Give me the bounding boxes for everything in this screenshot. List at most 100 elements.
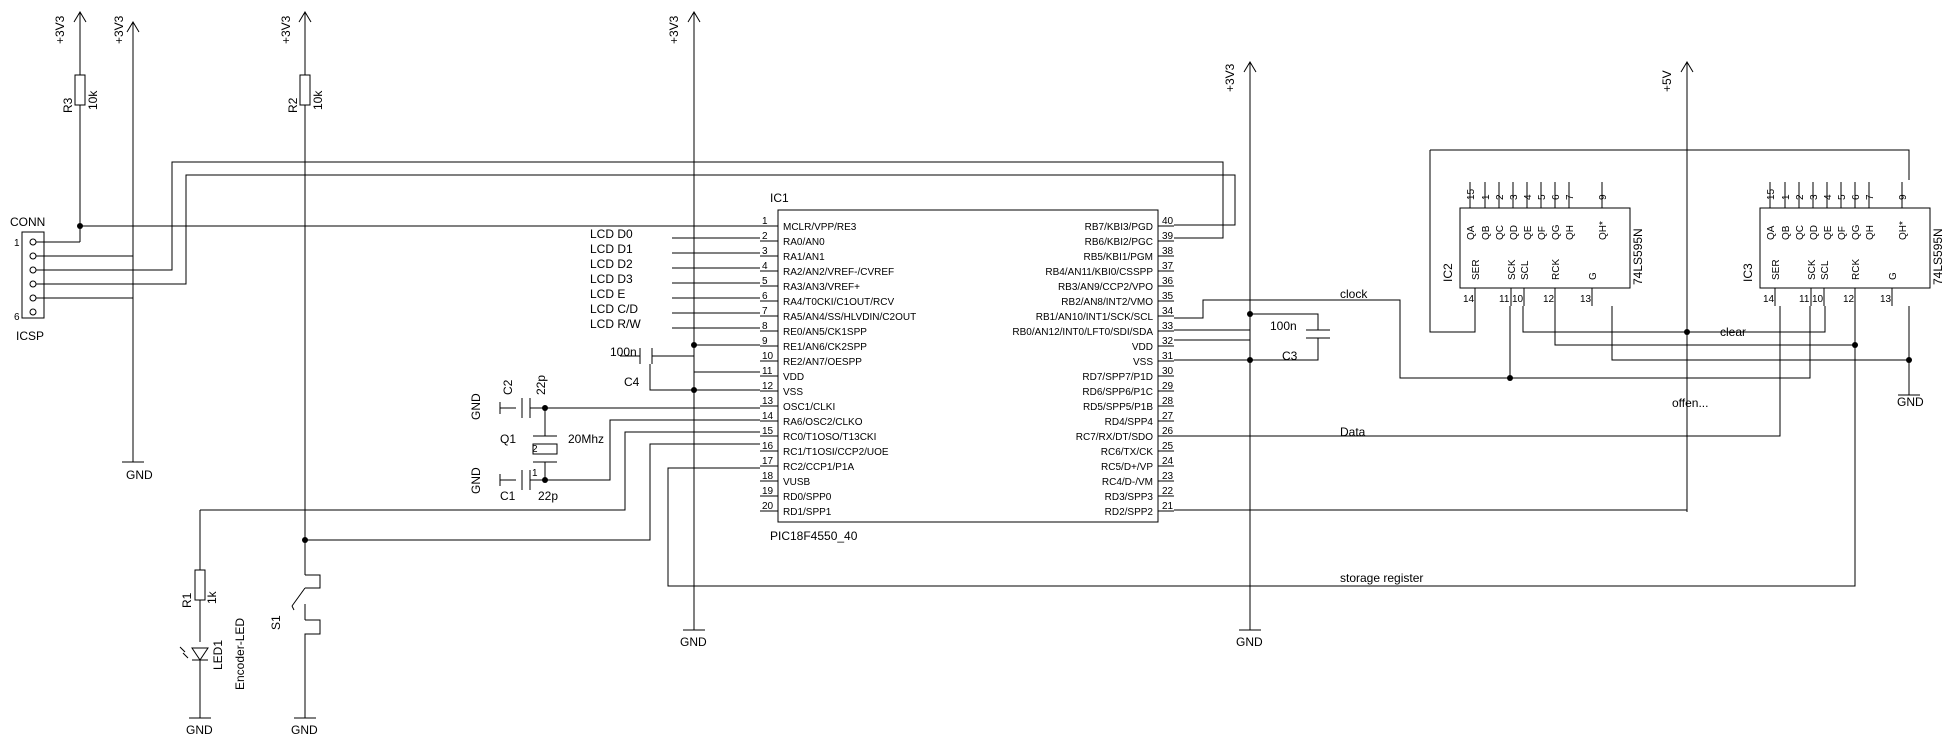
- sr-pin-name: QH*: [1598, 221, 1609, 240]
- lcd-label: LCD R/W: [590, 317, 641, 331]
- net-storage: storage register: [1340, 571, 1423, 585]
- sr-pin-name: QB: [1481, 225, 1492, 240]
- power-5v: +5V: [1660, 61, 1694, 512]
- switch-s1: S1: [269, 540, 321, 648]
- mcu-pin-number: 5: [762, 276, 768, 287]
- sr-pin-number: 9: [1598, 194, 1609, 200]
- mcu-pin-number: 34: [1162, 306, 1174, 317]
- mcu-pin-number: 10: [762, 351, 774, 362]
- sr-pin-name: QG: [1851, 224, 1862, 240]
- led-ref: LED1: [211, 640, 225, 670]
- mcu-pin-name: MCLR/VPP/RE3: [783, 222, 857, 233]
- gnd-vss: GND: [680, 372, 707, 649]
- mcu-pin-name: RD6/SPP6/P1C: [1082, 387, 1153, 398]
- mcu-pin-name: VUSB: [783, 477, 811, 488]
- sr-pin-number: 10: [1512, 294, 1524, 305]
- mcu-pin-number: 1: [762, 216, 768, 227]
- sr-pin-name: QH*: [1898, 221, 1909, 240]
- sr-pin-name: SCL: [1820, 260, 1831, 280]
- led-name: Encoder-LED: [233, 618, 247, 690]
- mcu-pin-number: 6: [762, 291, 768, 302]
- crystal-ref: Q1: [500, 432, 516, 446]
- sr-pin-number: 14: [1763, 294, 1775, 305]
- lcd-label: LCD D1: [590, 242, 633, 256]
- mcu-pin-number: 21: [1162, 501, 1174, 512]
- mcu-pin-name: RB3/AN9/CCP2/VPO: [1058, 282, 1153, 293]
- sr-pin-name: QC: [1795, 225, 1806, 240]
- mcu-pin-number: 38: [1162, 246, 1174, 257]
- mcu-pin-number: 8: [762, 321, 768, 332]
- sr-pin-number: 4: [1823, 194, 1834, 200]
- gnd-label: GND: [469, 393, 483, 420]
- sr-pin-name: QE: [1523, 225, 1534, 240]
- shift-register-ic3: IC3 74LS595N 15QA1QB2QC3QD4QE5QF6QG7QH9Q…: [1741, 182, 1945, 306]
- mcu-pin-number: 17: [762, 456, 774, 467]
- sr-pin-number: 15: [1466, 188, 1477, 200]
- wire-clock: [1174, 299, 1511, 379]
- sr-pin-number: 15: [1766, 188, 1777, 200]
- wire-mclr: [36, 225, 760, 243]
- power-3v3-vdd: +3V3: [667, 11, 701, 372]
- lcd-label: LCD D3: [590, 272, 633, 286]
- mcu-pin-name: RB4/AN11/KBI0/CSSPP: [1045, 267, 1153, 278]
- sr-pin-name: QF: [1837, 226, 1848, 240]
- sr-pin-number: 9: [1898, 194, 1909, 200]
- sr-pin-name: QA: [1766, 225, 1777, 240]
- mcu-pin-name: RE0/AN5/CK1SPP: [783, 327, 867, 338]
- mcu-pin-name: RA6/OSC2/CLKO: [783, 417, 863, 428]
- capacitor-c4: 100n C4: [610, 345, 694, 389]
- c3-ref: C3: [1282, 349, 1298, 363]
- mcu-pin-number: 19: [762, 486, 774, 497]
- mcu-pin-number: 18: [762, 471, 774, 482]
- mcu-pin-name: VSS: [783, 387, 803, 398]
- lcd-label: LCD E: [590, 287, 625, 301]
- mcu-pin-name: RB2/AN8/INT2/VMO: [1061, 297, 1153, 308]
- mcu-pin-name: RD1/SPP1: [783, 507, 832, 518]
- mcu-pin-number: 23: [1162, 471, 1174, 482]
- mcu-pin-name: RC6/TX/CK: [1101, 447, 1154, 458]
- power-3v3-label: +3V3: [1223, 63, 1237, 92]
- mcu-pins-right: 40RB7/KBI3/PGD39RB6/KBI2/PGC38RB5/KBI1/P…: [1012, 216, 1174, 518]
- sr-pin-number: 6: [1851, 194, 1862, 200]
- mcu-pin-name: RC0/T1OSO/T13CKI: [783, 432, 876, 443]
- mcu-pin-number: 20: [762, 501, 774, 512]
- sr-pin-number: 2: [1495, 194, 1506, 200]
- sr-pin-number: 7: [1865, 194, 1876, 200]
- mcu-pin-number: 40: [1162, 216, 1174, 227]
- power-3v3-r2: +3V3: [279, 11, 312, 75]
- sr-pin-name: RCK: [1551, 259, 1562, 280]
- resistor-r2: R2 10k: [286, 74, 325, 540]
- sr-pin-number: 5: [1837, 194, 1848, 200]
- mcu-pin-name: OSC1/CLKI: [783, 402, 835, 413]
- connector-pin-last: 6: [14, 312, 20, 323]
- mcu-pin-number: 31: [1162, 351, 1174, 362]
- mcu-pin-number: 27: [1162, 411, 1174, 422]
- sr-pin-number: 10: [1812, 294, 1824, 305]
- mcu-pin-name: RD5/SPP5/P1B: [1083, 402, 1153, 413]
- lcd-labels: LCD D0 LCD D1 LCD D2 LCD D3 LCD E LCD C/…: [590, 227, 641, 331]
- gnd-sr: GND: [1897, 390, 1924, 409]
- crystal-pin1: 1: [532, 468, 538, 479]
- mcu-pin-number: 3: [762, 246, 768, 257]
- mcu-pin-number: 13: [762, 396, 774, 407]
- sr-pin-number: 13: [1580, 294, 1592, 305]
- sr-pin-name: QC: [1495, 225, 1506, 240]
- mcu-pin-name: RE2/AN7/OESPP: [783, 357, 862, 368]
- sr-pin-name: QF: [1537, 226, 1548, 240]
- r3-value: 10k: [86, 90, 100, 110]
- power-3v3-label: +3V3: [53, 15, 67, 44]
- mcu-pin-name: RA2/AN2/VREF-/CVREF: [783, 267, 894, 278]
- mcu-pin-number: 29: [1162, 381, 1174, 392]
- sr-pin-name: QH: [1865, 225, 1876, 240]
- mcu-pin-number: 4: [762, 261, 768, 272]
- sr-pin-number: 4: [1523, 194, 1534, 200]
- connector-name: CONN: [10, 215, 45, 229]
- power-3v3-r3: +3V3: [53, 11, 87, 75]
- power-3v3-icsp: +3V3: [112, 15, 140, 462]
- mcu-ref: IC1: [770, 191, 789, 205]
- mcu-pin-number: 2: [762, 231, 768, 242]
- c3-value: 100n: [1270, 319, 1297, 333]
- mcu-pin-number: 32: [1162, 336, 1174, 347]
- mcu-pin-name: VDD: [783, 372, 804, 383]
- sr-pin-number: 1: [1781, 194, 1792, 200]
